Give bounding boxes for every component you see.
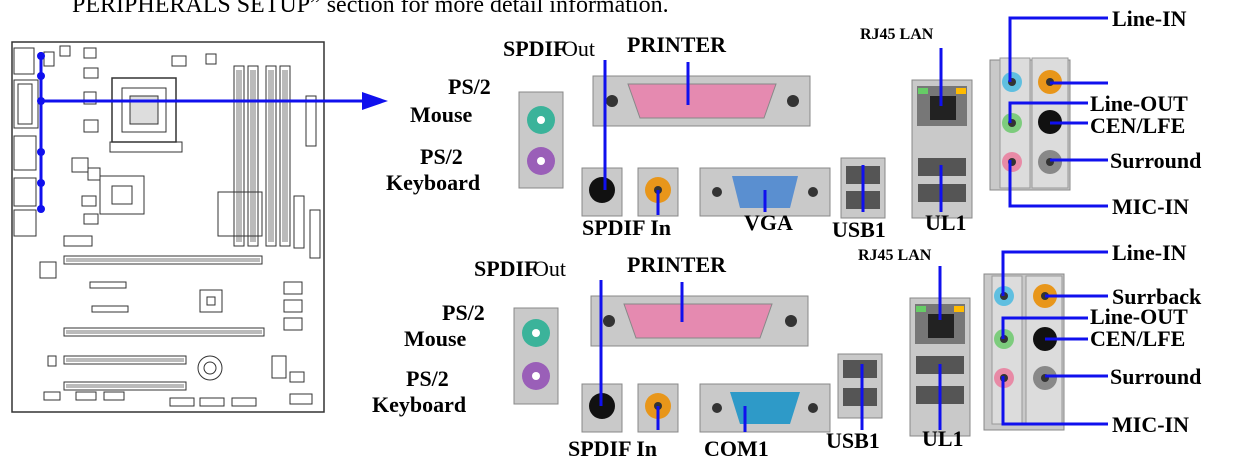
- motherboard-drawing: [11, 41, 325, 413]
- label-rj45-lan-bottom: RJ45 LAN: [858, 247, 932, 264]
- label-surrback-bottom: Surrback: [1112, 284, 1202, 309]
- label-ul1: UL1: [925, 210, 967, 235]
- label-line-in-bottom: Line-IN: [1112, 240, 1187, 265]
- label-ps2-mouse-bottom-line1: PS/2: [442, 300, 485, 325]
- label-printer-bottom: PRINTER: [627, 252, 727, 277]
- label-ps2-keyboard-line2: Keyboard: [386, 170, 480, 195]
- label-mic-in-bottom: MIC-IN: [1112, 412, 1189, 437]
- label-ps2-keyboard-line1: PS/2: [420, 144, 463, 169]
- label-printer: PRINTER: [627, 32, 727, 57]
- label-line-out-bottom: Line-OUT: [1090, 304, 1188, 329]
- leader-lines-top: [603, 16, 1108, 215]
- label-spdif-out-suffix: Out: [562, 36, 595, 61]
- label-spdif-in-bottom: SPDIF In: [568, 436, 657, 461]
- label-ps2-mouse-line2: Mouse: [410, 102, 473, 127]
- label-spdif-out-bottom-suffix: Out: [533, 256, 566, 281]
- label-cen-lfe-bottom: CEN/LFE: [1090, 326, 1185, 351]
- com1-port: [730, 392, 800, 424]
- label-ps2-keyboard-bottom-line1: PS/2: [406, 366, 449, 391]
- label-ul1-bottom: UL1: [922, 426, 964, 451]
- label-line-in: Line-IN: [1112, 6, 1187, 31]
- label-spdif-out: SPDIF: [503, 36, 567, 61]
- label-usb1-bottom: USB1: [826, 428, 880, 453]
- label-spdif-in: SPDIF In: [582, 215, 671, 240]
- label-rj45-lan: RJ45 LAN: [860, 26, 934, 43]
- io-highlight-arrow: [37, 52, 388, 213]
- label-cen-lfe: CEN/LFE: [1090, 113, 1185, 138]
- io-panel-top: [518, 57, 1071, 219]
- label-ps2-mouse-bottom-line2: Mouse: [404, 326, 467, 351]
- label-line-out: Line-OUT: [1090, 91, 1188, 116]
- label-vga: VGA: [744, 210, 793, 235]
- label-mic-in: MIC-IN: [1112, 194, 1189, 219]
- label-ps2-keyboard-bottom-line2: Keyboard: [372, 392, 466, 417]
- label-ps2-mouse-line1: PS/2: [448, 74, 491, 99]
- labels-top: PS/2 Mouse PS/2 Keyboard SPDIF Out PRINT…: [386, 6, 1201, 242]
- header-text: PERIPHERALS SETUP” section for more deta…: [72, 0, 669, 18]
- printer-port-bottom: [623, 303, 773, 339]
- label-surround-bottom: Surround: [1110, 364, 1201, 389]
- label-surround: Surround: [1110, 148, 1201, 173]
- printer-port: [627, 83, 777, 119]
- io-panel-bottom: [513, 273, 1065, 437]
- spdif-out-jack: [589, 177, 615, 203]
- label-com1: COM1: [704, 436, 769, 461]
- leader-lines-bottom: [599, 250, 1108, 432]
- label-usb1: USB1: [832, 217, 886, 242]
- labels-bottom: PS/2 Mouse PS/2 Keyboard SPDIF Out PRINT…: [372, 240, 1202, 461]
- label-spdif-out-bottom: SPDIF: [474, 256, 538, 281]
